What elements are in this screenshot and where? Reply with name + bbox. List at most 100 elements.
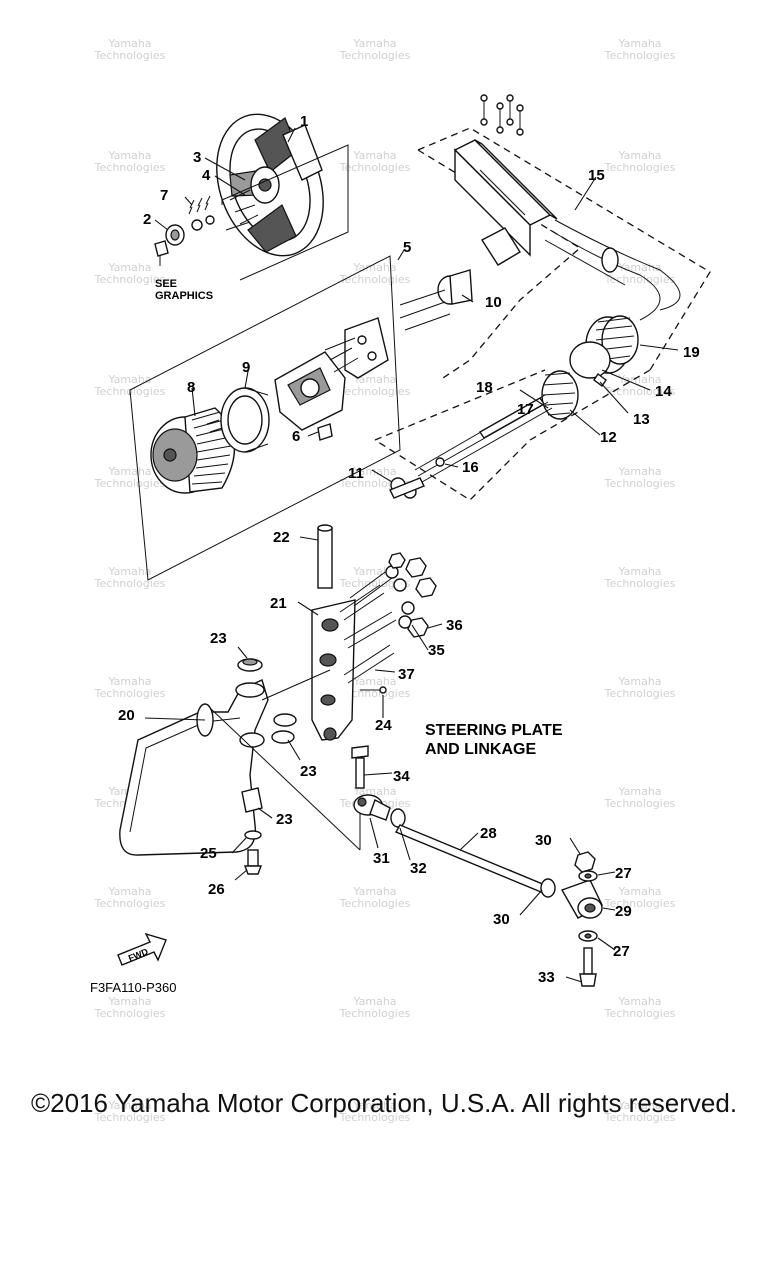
ball-joint-31 [353,794,391,821]
watermark-line2: Technologies [339,49,411,62]
mount-10 [399,269,473,331]
watermark-line2: Technologies [339,897,411,910]
callout-1: 1 [300,113,308,130]
fwd-label: FWD [127,946,150,963]
studs-37 [339,569,397,684]
callout-25: 25 [200,845,217,862]
pin-24 [360,686,387,694]
helm-pump [206,317,389,433]
callout-11: 11 [348,465,364,482]
callout-33: 33 [538,969,555,986]
nuts-30 [540,851,596,898]
bolt-26-washer-25 [243,830,263,875]
watermark-line1: Yamaha [618,675,662,688]
watermark-line1: Yamaha [353,565,397,578]
fwd-arrow-icon [117,932,167,966]
cable-bracket [453,139,558,266]
leader-lines [144,127,679,983]
watermark-line1: Yamaha [618,995,662,1008]
watermark-line1: Yamaha [618,465,662,478]
watermark-line2: Technologies [604,797,676,810]
see-graphics-label-line2: GRAPHICS [155,290,213,302]
callout-34: 34 [393,768,410,785]
callout-22: 22 [273,529,290,546]
callout-9: 9 [242,359,250,376]
watermark-line2: Technologies [339,1007,411,1020]
watermark-line2: Technologies [604,477,676,490]
watermark-line2: Technologies [339,687,411,700]
callout-7: 7 [160,187,168,204]
watermark-line1: Yamaha [108,1099,152,1112]
mounting-screws [480,94,524,136]
bolt-34 [351,745,369,789]
watermark-line2: Technologies [339,1111,411,1124]
callout-27-2: 27 [613,943,630,960]
section-title-line1: STEERING PLATE [425,722,563,739]
watermark-line1: Yamaha [618,149,662,162]
watermark-line2: Technologies [94,1007,166,1020]
steering-wheel [216,113,324,257]
watermark-line2: Technologies [339,577,411,590]
callout-17: 17 [517,401,534,418]
callout-13: 13 [633,411,650,428]
watermark-line2: Technologies [94,273,166,286]
arm-21 [311,599,356,741]
watermark-line1: Yamaha [108,37,152,50]
callout-36: 36 [446,617,463,634]
shaft-22 [317,524,333,589]
callout-14: 14 [655,383,672,400]
callout-26: 26 [208,881,225,898]
see-graphics-label-line1: SEE [155,278,177,290]
watermark-line1: Yamaha [353,37,397,50]
callout-10: 10 [485,294,502,311]
watermark-line1: Yamaha [618,565,662,578]
watermark-line1: Yamaha [108,149,152,162]
callout-16: 16 [462,459,479,476]
dashed-group-outline [374,127,711,501]
watermark-line1: Yamaha [618,785,662,798]
watermark-line1: Yamaha [353,885,397,898]
bezel-ring [220,387,270,453]
callout-21: 21 [270,595,287,612]
bushings-23 [237,658,297,813]
bolt-33 [579,947,597,987]
watermark-line2: Technologies [94,161,166,174]
watermark-line1: Yamaha [618,885,662,898]
watermark-line1: Yamaha [108,565,152,578]
callout-27: 27 [615,865,632,882]
callout-29: 29 [615,903,632,920]
callout-23-2: 23 [300,763,317,780]
watermark-line1: Yamaha [108,261,152,274]
callout-8: 8 [187,379,195,396]
tie-rod-28 [394,824,547,893]
callout-23-3: 23 [276,811,293,828]
watermark-line2: Technologies [94,897,166,910]
callout-18: 18 [476,379,493,396]
small-bracket [317,423,333,441]
callout-28: 28 [480,825,497,842]
callout-2: 2 [143,211,151,228]
watermark-line2: Technologies [94,49,166,62]
watermark-line1: Yamaha [618,37,662,50]
